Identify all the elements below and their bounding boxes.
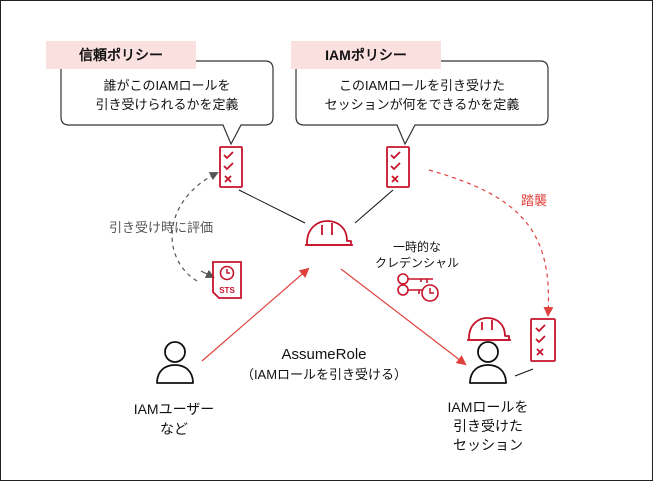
iam-role-helmet-icon [305,220,353,246]
iam-policy-tag: IAMポリシー [291,41,441,69]
trust-policy-document-icon [219,146,243,188]
assume-role-subtitle: （IAMロールを引き受ける） [240,367,408,382]
iam-policy-line-1: このIAMロールを引き受けた [338,78,506,93]
iam-user-label: IAMユーザー など [119,399,229,439]
session-user-icon [469,341,507,384]
trust-policy-line-2: 引き受けられるかを定義 [95,97,239,112]
assume-role-label: AssumeRole [281,346,367,363]
inherit-label: 踏襲 [521,193,548,208]
sts-icon [212,261,242,299]
evaluate-label: 引き受け時に評価 [109,220,214,235]
temporary-credential-icon [397,273,439,302]
iam-user-label-line-1: IAMユーザー [133,401,215,417]
temporary-credential-line-2: クレデンシャル [374,256,459,270]
assume-role-arrow [201,267,310,362]
temporary-credential-line-1: 一時的な [392,240,441,254]
trust-policy-tag: 信頼ポリシー [46,41,196,69]
sts-label: STS [219,286,235,295]
trust-doc-connector [238,189,306,224]
evaluate-curve-arrow [171,172,219,282]
session-label-line-1: IAMロールを [447,399,529,415]
session-label: IAMロールを 引き受けた セッション [433,398,543,455]
iam-user-icon [156,341,194,384]
iam-policy-document-icon [386,146,410,188]
trust-policy-description: 誰がこのIAMロールを 引き受けられるかを定義 [61,76,273,114]
iam-user-label-line-2: など [160,421,188,437]
iam-policy-line-2: セッションが何をできるかを定義 [324,97,520,112]
session-doc-connector [514,368,534,377]
trust-policy-line-1: 誰がこのIAMロールを [103,78,231,93]
iam-doc-connector [354,189,394,224]
session-policy-document-icon [530,318,556,362]
session-helmet-icon [467,317,511,341]
temporary-credential-label: 一時的な クレデンシャル [367,239,467,271]
session-label-line-3: セッション [453,437,523,453]
evaluate-curve-arrow-start [200,269,215,278]
inherit-curve-arrow [428,169,554,317]
iam-policy-description: このIAMロールを引き受けた セッションが何をできるかを定義 [296,76,548,114]
session-label-line-2: 引き受けた [453,418,523,434]
credential-arrow [340,268,467,366]
